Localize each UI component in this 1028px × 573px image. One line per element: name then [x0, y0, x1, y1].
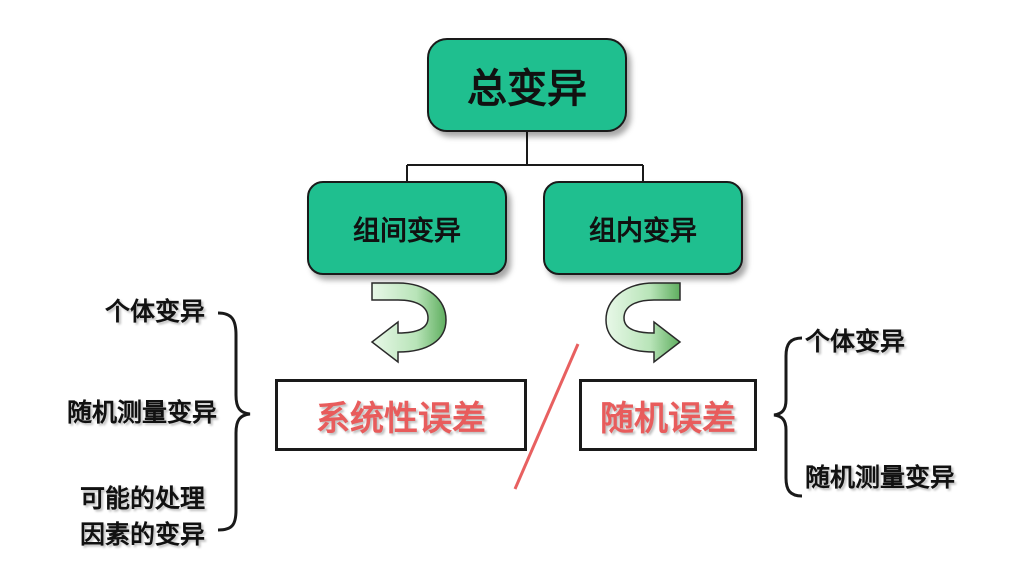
- within-group-variation-label: 组内变异: [589, 215, 697, 247]
- systematic-error-box: 系统性误差: [275, 379, 527, 451]
- curved-arrow-left-icon: [370, 282, 447, 364]
- between-group-variation-label: 组间变异: [353, 215, 461, 247]
- random-error-label: 随机误差: [600, 398, 736, 439]
- right-individual-variation: 个体变异: [805, 327, 906, 356]
- between-group-variation-node: 组间变异: [307, 181, 507, 275]
- random-error-box: 随机误差: [579, 379, 757, 451]
- left-brace: [217, 311, 251, 532]
- within-group-variation-node: 组内变异: [543, 181, 743, 275]
- curved-arrow-right-icon: [605, 282, 682, 364]
- left-treatment-factor-variation-line1: 可能的处理: [79, 484, 205, 513]
- left-random-measurement-variation: 随机测量变异: [66, 398, 217, 427]
- right-brace: [773, 336, 803, 498]
- systematic-error-label: 系统性误差: [316, 398, 486, 439]
- left-treatment-factor-variation-line2: 因素的变异: [79, 520, 205, 549]
- right-random-measurement-variation: 随机测量变异: [805, 463, 956, 492]
- divider-slash: [513, 343, 580, 490]
- total-variation-node: 总变异: [427, 38, 627, 132]
- tree-connectors: [406, 132, 644, 181]
- total-variation-label: 总变异: [467, 66, 587, 112]
- left-individual-variation: 个体变异: [104, 297, 205, 326]
